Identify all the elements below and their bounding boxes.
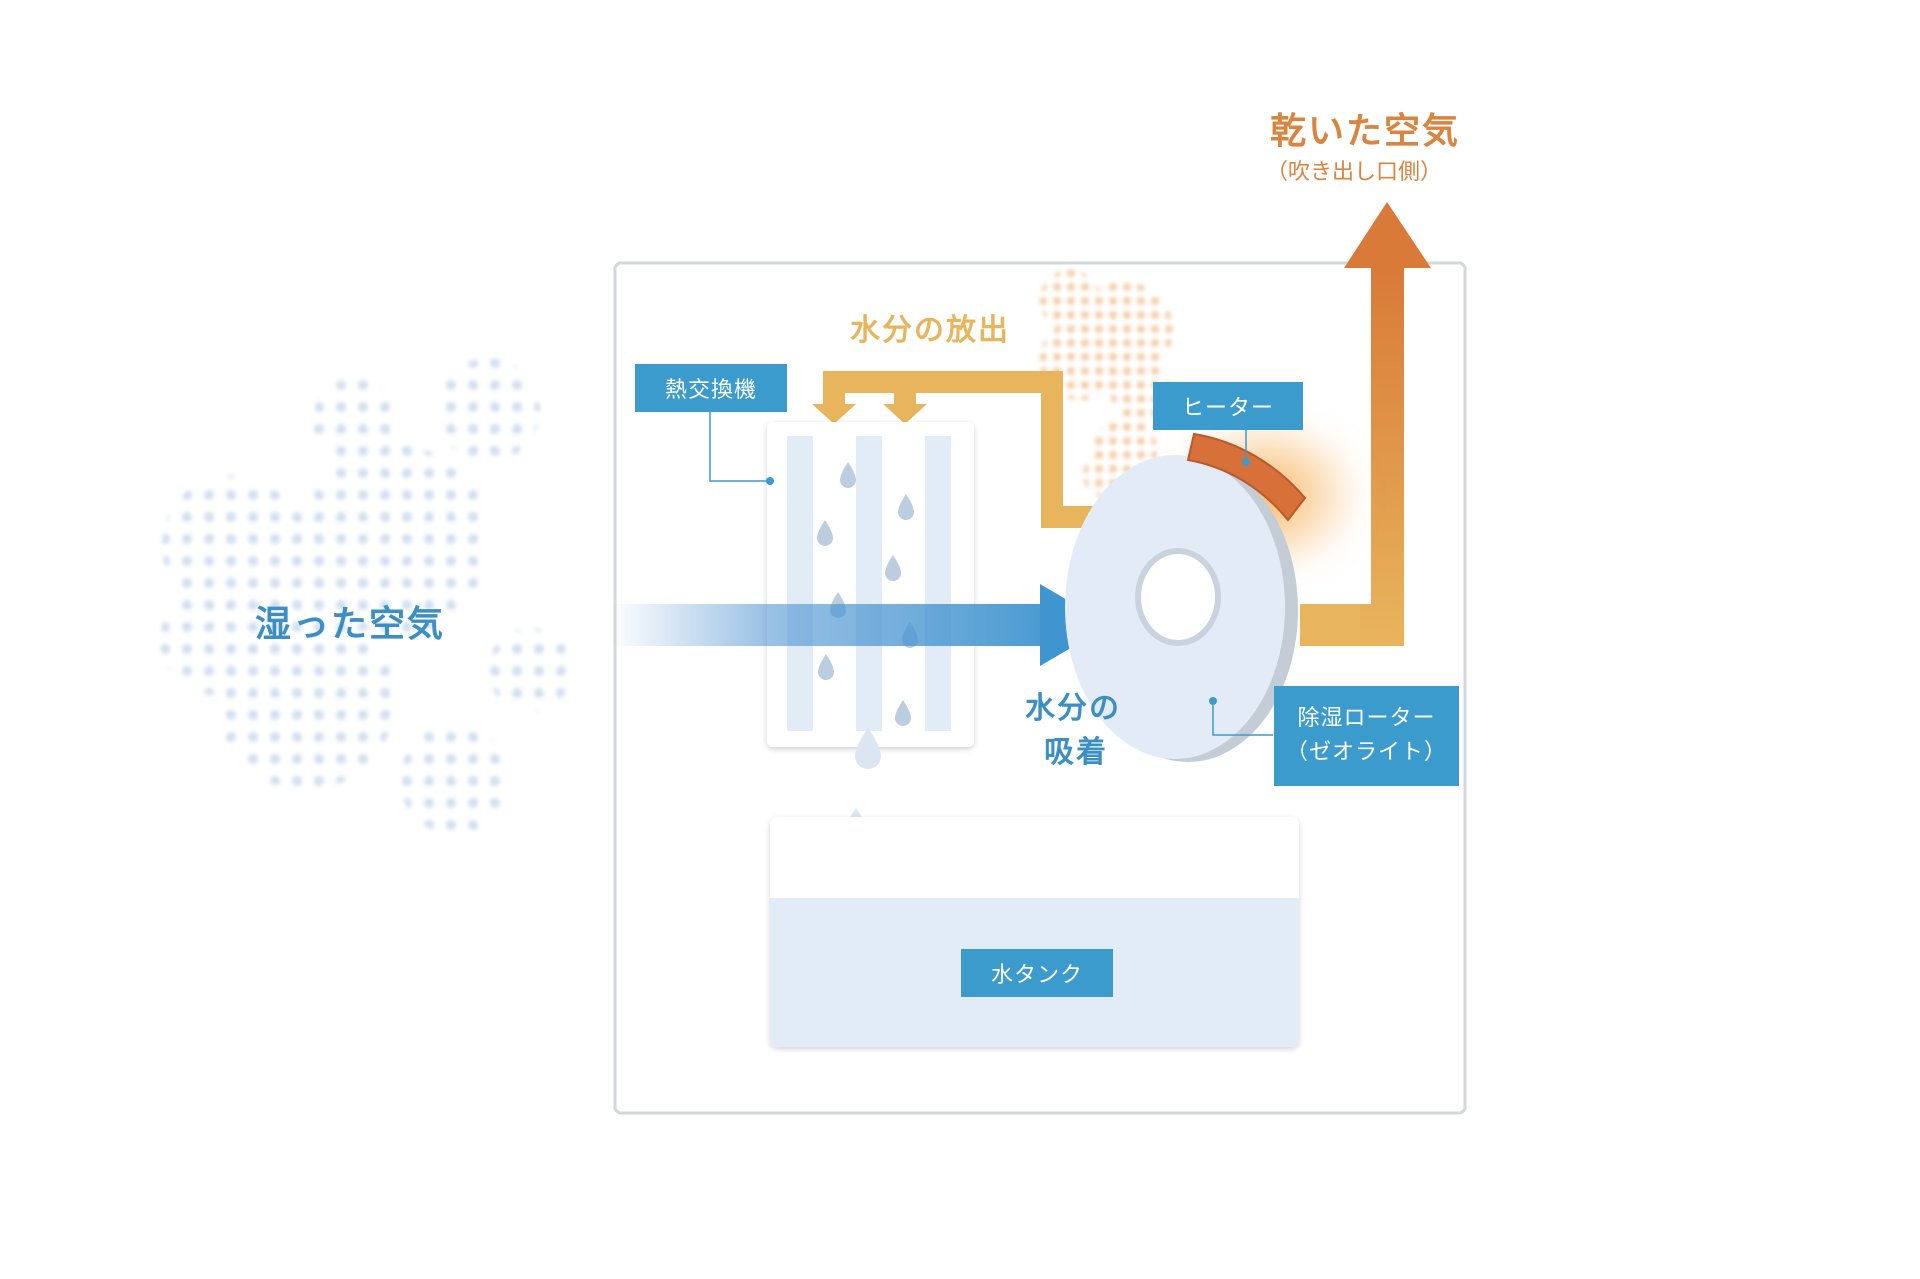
rotor-label-line2: （ゼオライト） xyxy=(1285,740,1447,765)
dry-air-subtitle: （吹き出し口側） xyxy=(1266,160,1443,185)
dehumidifying-rotor xyxy=(1065,455,1298,762)
release-arrowhead-right xyxy=(883,404,927,424)
dry-air-outflow xyxy=(1300,202,1431,646)
moisture-release-flow xyxy=(812,371,1134,528)
heat-exchanger-channels xyxy=(787,436,951,731)
humid-air-cloud xyxy=(160,358,572,835)
moisture-adsorption-line2: 吸着 xyxy=(1044,735,1108,770)
dry-air-arrowhead xyxy=(1344,202,1431,268)
heater-label: ヒーター xyxy=(1153,382,1303,430)
humid-air-inflow xyxy=(610,584,1110,666)
heater-element xyxy=(1186,432,1307,522)
water-tank-label: 水タンク xyxy=(961,949,1113,997)
moisture-release-label: 水分の放出 xyxy=(850,313,1010,348)
rotor-hole xyxy=(1135,548,1221,646)
release-arrowhead-left xyxy=(812,404,856,424)
humid-air-label: 湿った空気 xyxy=(255,604,446,645)
rotor-label: 除湿ローター （ゼオライト） xyxy=(1274,686,1459,786)
rotor-label-line1: 除湿ローター xyxy=(1297,706,1436,731)
moisture-adsorption-line1: 水分の xyxy=(1025,691,1121,726)
leader-lines xyxy=(709,411,1273,736)
heat-exchanger-label: 熱交換機 xyxy=(635,364,787,412)
dry-air-title: 乾いた空気 xyxy=(1270,111,1461,152)
